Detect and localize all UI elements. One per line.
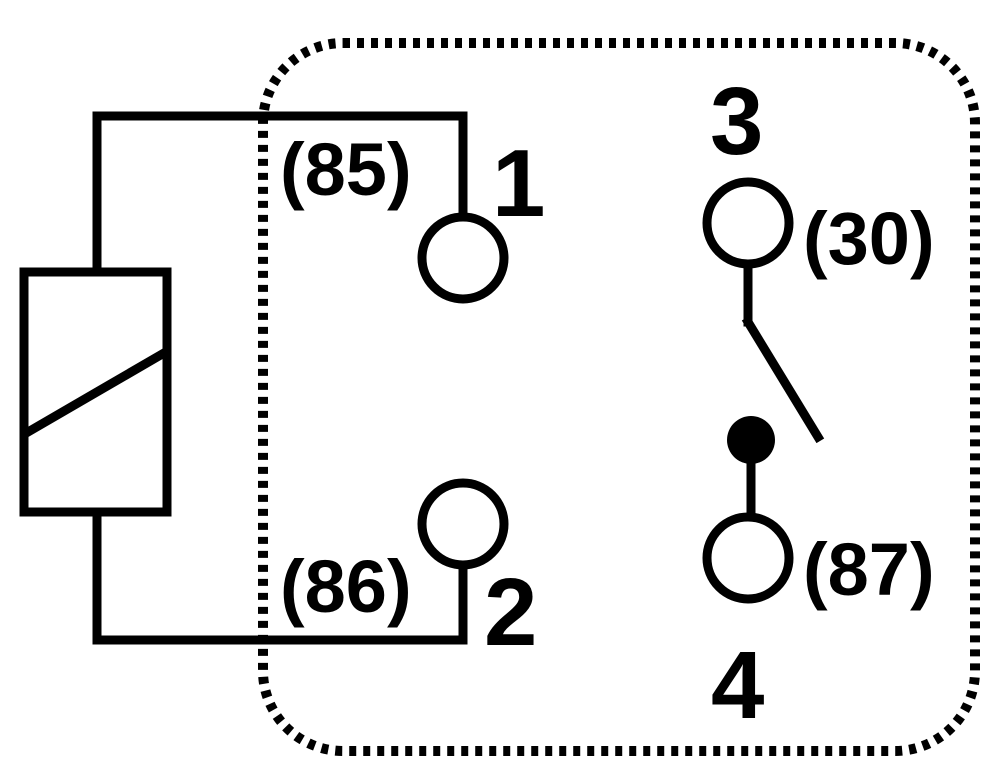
coil-wire-top: [92, 111, 468, 275]
pin1-number-label: 1: [492, 130, 545, 237]
switch-contact-dot: [727, 416, 775, 464]
terminal-85-circle: [417, 212, 509, 304]
switch-arm: [741, 315, 825, 444]
terminal-30-circle: [702, 177, 794, 269]
terminal-86-circle: [417, 478, 509, 570]
pin4-code-label: (87): [803, 528, 935, 611]
pin2-code-label: (86): [280, 545, 412, 628]
pin1-code-label: (85): [280, 128, 412, 211]
coil-wire-bottom: [92, 510, 468, 645]
relay-housing-outline: [258, 38, 980, 756]
pin2-number-label: 2: [484, 559, 537, 666]
coil-symbol: [19, 267, 172, 517]
pin3-code-label: (30): [803, 197, 935, 280]
pin3-number-label: 3: [710, 68, 763, 175]
coil-diagonal: [21, 346, 171, 439]
terminal-87-circle: [702, 512, 794, 604]
pin4-number-label: 4: [711, 632, 764, 739]
